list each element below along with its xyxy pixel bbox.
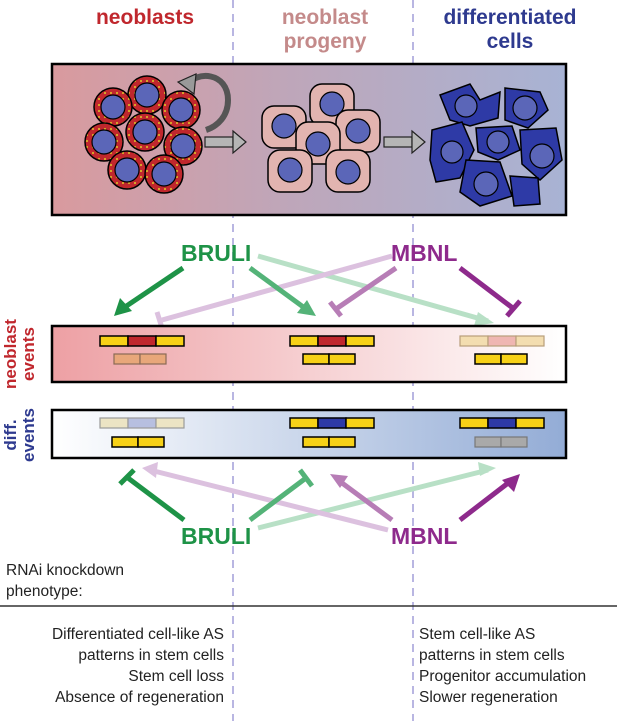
header-neoblast-progeny: neoblast progeny: [250, 6, 400, 54]
header-progeny-line1: neoblast: [281, 6, 369, 29]
header-diff-line2: cells: [486, 30, 534, 53]
bruli-phenotype: Differentiated cell-like AS patterns in …: [6, 624, 224, 708]
diff-events-box: [50, 408, 568, 460]
lower-regulation: [118, 462, 520, 533]
diff-events-label: diff. events: [1, 400, 38, 470]
mbnl-phenotype-line: Stem cell-like AS: [419, 626, 536, 643]
mbnl-phenotype-line: Progenitor accumulation: [419, 668, 587, 685]
neoblast-cluster: [84, 75, 203, 194]
neoblast-events-line2: events: [19, 327, 38, 381]
mbnl-phenotype: Stem cell-like AS patterns in stem cells…: [419, 624, 615, 708]
progeny-cluster: [261, 83, 381, 193]
differentiated-cluster: [429, 83, 563, 207]
neoblast-events-line1: neoblast: [1, 319, 20, 389]
mbnl-label-top: MBNL: [391, 240, 458, 266]
diff-events-line2: events: [19, 408, 38, 462]
bruli-phenotype-line: Stem cell loss: [128, 668, 224, 685]
neoblast-events-label: neoblast events: [1, 314, 38, 394]
header-differentiated-cells: differentiated cells: [420, 6, 600, 54]
mbnl-phenotype-line: patterns in stem cells: [419, 647, 565, 664]
header-progeny-line2: progeny: [283, 30, 367, 53]
bruli-phenotype-line: patterns in stem cells: [78, 647, 224, 664]
upper-regulation: [114, 253, 522, 329]
self-renewal-arrow-icon: [183, 73, 232, 133]
self-renewal-arrowhead-icon: [176, 73, 197, 96]
phenotype-title: RNAi knockdown phenotype:: [6, 560, 124, 602]
mbnl-label-bottom: MBNL: [391, 523, 458, 549]
bruli-label-bottom: BRULI: [181, 523, 252, 549]
mbnl-phenotype-line: Slower regeneration: [419, 689, 558, 706]
bruli-phenotype-line: Differentiated cell-like AS: [51, 626, 224, 643]
phenotype-title-line1: RNAi knockdown: [6, 562, 125, 579]
header-neoblasts-label: neoblasts: [95, 6, 195, 29]
diff-events-line1: diff.: [1, 419, 20, 451]
arrow-to-progeny-icon: [204, 129, 247, 155]
phenotype-title-line2: phenotype:: [6, 583, 83, 600]
diff-exon-models: [99, 417, 545, 448]
bruli-phenotype-line: Absence of regeneration: [55, 689, 224, 706]
header-diff-line1: differentiated: [443, 6, 577, 29]
arrow-to-differentiated-icon: [383, 129, 426, 155]
neoblast-exon-models: [99, 335, 545, 365]
bruli-label-top: BRULI: [181, 240, 252, 266]
header-neoblasts: neoblasts: [60, 6, 230, 30]
